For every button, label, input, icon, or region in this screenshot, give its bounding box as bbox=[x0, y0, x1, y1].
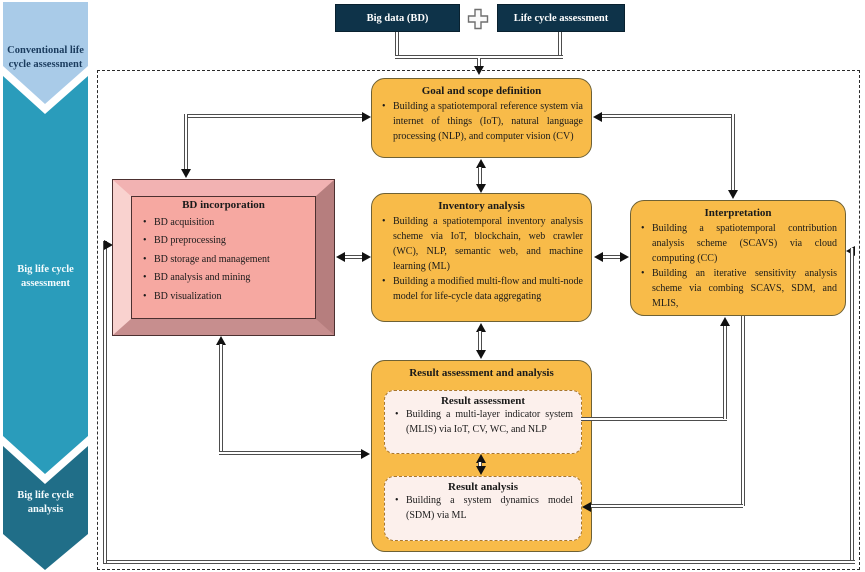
list-item: Building a spatiotemporal reference syst… bbox=[380, 99, 583, 144]
goal-scope-list: Building a spatiotemporal reference syst… bbox=[380, 99, 583, 144]
chevron-big-lca bbox=[3, 76, 88, 474]
interpretation-title: Interpretation bbox=[704, 207, 772, 219]
arrowhead bbox=[181, 169, 191, 178]
big-data-label: Big data (BD) bbox=[366, 12, 429, 24]
connector-line bbox=[581, 417, 727, 421]
result-assessment-analysis-title: Result assessment and analysis bbox=[409, 367, 554, 379]
arrowhead bbox=[474, 66, 484, 75]
connector-line bbox=[395, 32, 399, 58]
bd-incorporation-list: BD acquisition BD preprocessing BD stora… bbox=[133, 214, 314, 306]
result-assessment-analysis-box: Result assessment and analysis Result as… bbox=[371, 360, 592, 552]
arrowhead bbox=[476, 454, 486, 463]
connector-line bbox=[741, 316, 745, 506]
arrowhead bbox=[362, 112, 371, 122]
inventory-analysis-box: Inventory analysis Building a spatiotemp… bbox=[371, 193, 592, 322]
list-item: BD acquisition bbox=[139, 214, 314, 233]
connector-line bbox=[103, 241, 107, 563]
result-assessment-list: Building a multi-layer indicator system … bbox=[393, 408, 573, 437]
arrowhead bbox=[720, 317, 730, 326]
connector-line bbox=[186, 114, 362, 118]
arrowhead bbox=[362, 252, 371, 262]
arrowhead bbox=[593, 112, 602, 122]
arrowhead bbox=[216, 336, 226, 345]
connector-line bbox=[103, 560, 855, 564]
connector-line bbox=[478, 331, 482, 350]
connector-line bbox=[723, 325, 727, 419]
bd-incorporation-title: BD incorporation bbox=[182, 199, 265, 211]
result-assessment-title: Result assessment bbox=[440, 395, 526, 407]
arrowhead bbox=[728, 190, 738, 199]
interpretation-list: Building a spatiotemporal contribution a… bbox=[639, 221, 837, 311]
arrowhead bbox=[336, 252, 345, 262]
result-analysis-list: Building a system dynamics model (SDM) v… bbox=[393, 494, 573, 523]
list-item: BD visualization bbox=[139, 288, 314, 307]
connector-line bbox=[184, 114, 188, 169]
list-item: BD storage and management bbox=[139, 251, 314, 270]
banner-label-big-analysis: Big life cycle analysis bbox=[17, 490, 74, 516]
banner-label-conventional: Conventional life cycle assessment bbox=[7, 45, 84, 71]
connector-line bbox=[602, 114, 732, 118]
list-item: Building a spatiotemporal contribution a… bbox=[639, 221, 837, 266]
arrowhead bbox=[476, 350, 486, 359]
connector-line bbox=[590, 504, 743, 508]
connector-line bbox=[219, 451, 361, 455]
list-item: Building an iterative sensitivity analys… bbox=[639, 266, 837, 311]
inventory-analysis-title: Inventory analysis bbox=[438, 200, 525, 212]
arrowhead bbox=[620, 252, 629, 262]
connector-line bbox=[478, 462, 482, 467]
goal-scope-box: Goal and scope definition Building a spa… bbox=[371, 78, 592, 158]
goal-scope-title: Goal and scope definition bbox=[421, 85, 542, 97]
interpretation-box: Interpretation Building a spatiotemporal… bbox=[630, 200, 846, 316]
connector-line bbox=[731, 114, 735, 191]
arrowhead bbox=[594, 252, 603, 262]
connector-line bbox=[477, 58, 481, 67]
arrowhead bbox=[476, 159, 486, 168]
arrowhead bbox=[476, 466, 486, 475]
connector-line bbox=[478, 167, 482, 184]
arrowhead bbox=[476, 323, 486, 332]
lca-label: Life cycle assessment bbox=[513, 12, 609, 24]
result-analysis-title: Result analysis bbox=[448, 481, 518, 493]
connector-line bbox=[850, 248, 854, 563]
connector-line bbox=[603, 255, 620, 259]
list-item: BD analysis and mining bbox=[139, 269, 314, 288]
connector-line bbox=[219, 344, 223, 453]
bd-incorporation-content: BD incorporation BD acquisition BD prepr… bbox=[133, 197, 314, 318]
arrowhead bbox=[476, 184, 486, 193]
list-item: BD preprocessing bbox=[139, 232, 314, 251]
list-item: Building a system dynamics model (SDM) v… bbox=[393, 494, 573, 523]
list-item: Building a modified multi-flow and multi… bbox=[380, 274, 583, 304]
result-analysis-box: Result analysis Building a system dynami… bbox=[384, 476, 582, 541]
big-data-box: Big data (BD) bbox=[335, 4, 460, 32]
bd-incorporation-box: BD incorporation BD acquisition BD prepr… bbox=[112, 179, 335, 336]
inventory-analysis-list: Building a spatiotemporal inventory anal… bbox=[380, 214, 583, 304]
arrowhead bbox=[361, 449, 370, 459]
plus-icon bbox=[467, 8, 489, 35]
list-item: Building a multi-layer indicator system … bbox=[393, 408, 573, 437]
connector-line bbox=[345, 255, 362, 259]
list-item: Building a spatiotemporal inventory anal… bbox=[380, 214, 583, 274]
arrowhead bbox=[582, 502, 591, 512]
connector-line bbox=[558, 32, 562, 58]
banner-label-big-assessment: Big life cycle assessment bbox=[17, 264, 74, 290]
arrowhead bbox=[104, 240, 113, 250]
lca-box: Life cycle assessment bbox=[497, 4, 625, 32]
result-assessment-box: Result assessment Building a multi-layer… bbox=[384, 390, 582, 454]
